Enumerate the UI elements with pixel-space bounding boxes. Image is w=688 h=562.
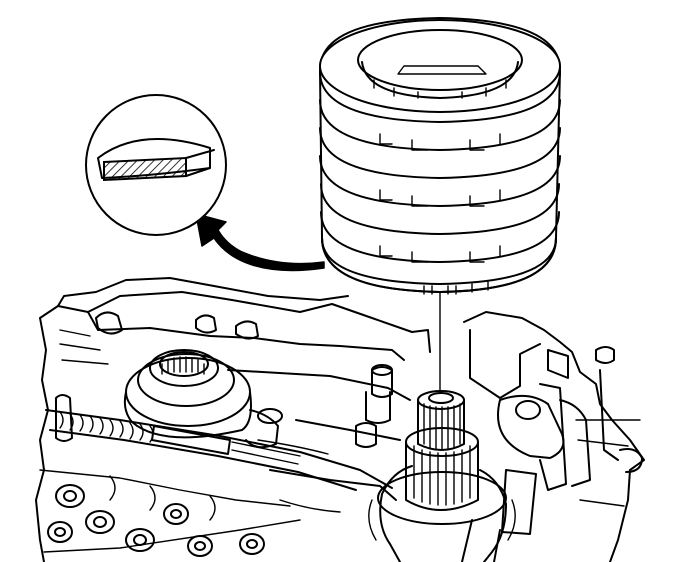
plate-5 [320,183,560,235]
plate-1 [319,71,561,123]
plate-2 [319,99,561,151]
case-outline [35,291,431,562]
input-shaft [368,390,516,562]
plate-cross-section-callout [85,94,227,236]
plate-4 [319,155,561,207]
curved-arrow-icon [195,213,325,272]
case-bolt-bosses [39,469,301,557]
plate-7 [321,237,557,285]
clutch-plate-stack [319,17,561,295]
plate-6 [320,211,560,263]
output-hub [123,349,283,449]
case-right-side [461,311,645,562]
transmission-case [35,277,645,562]
plate-3 [319,127,561,179]
